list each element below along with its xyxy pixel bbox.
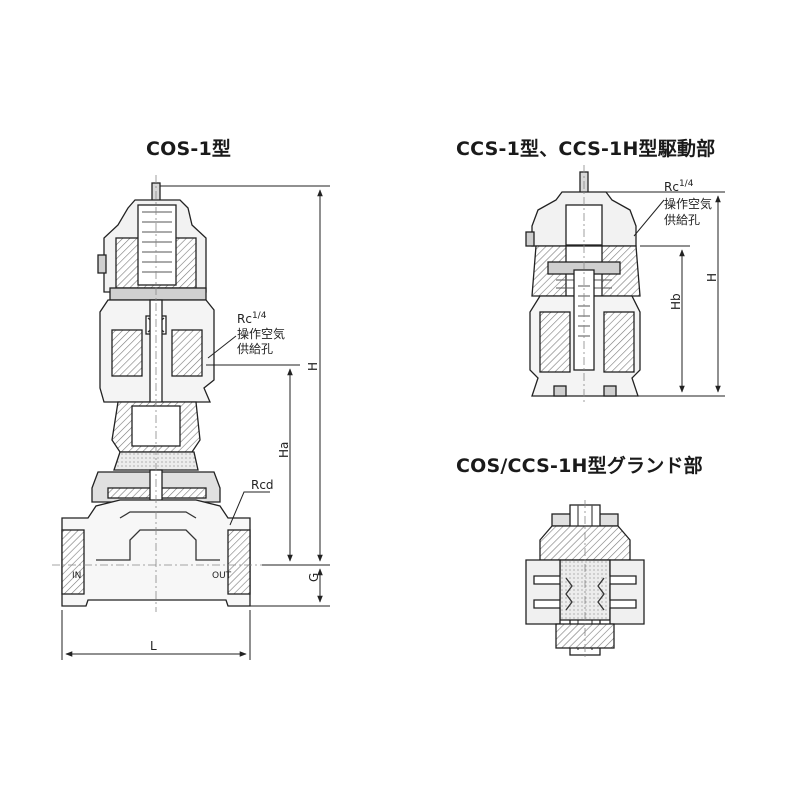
cos1-dimensions	[61, 185, 330, 660]
cos1-dim-Ha: Ha	[277, 442, 291, 458]
ccs1-rc-label: Rc1/4	[664, 179, 694, 194]
cos1-body	[61, 499, 251, 607]
cos1-in-label: IN	[72, 571, 81, 581]
cos1-gland	[113, 451, 199, 471]
gland-section	[525, 500, 645, 660]
ccs1-dim-Hb: Hb	[669, 293, 683, 310]
gland-right-fins	[609, 559, 645, 625]
ccs1-annotations	[588, 191, 725, 397]
cos1-diaphragm	[109, 287, 207, 301]
cos1-annotations	[207, 335, 270, 526]
cos1-dim-H: H	[306, 362, 320, 371]
cos1-rcd-label: Rcd	[251, 478, 274, 492]
cos1-valve	[52, 175, 262, 612]
cos1-dim-G: G	[307, 573, 321, 582]
cos1-rc-label: Rc1/4	[237, 311, 267, 326]
cos1-title: COS-1型	[146, 138, 232, 160]
ccs1-dim-H: H	[705, 273, 719, 282]
cos1-port-line1: 操作空気	[237, 326, 285, 341]
gland-title: COS/CCS-1H型グランド部	[456, 455, 703, 477]
cos1-dim-L: L	[150, 639, 157, 653]
ccs1-port-line1: 操作空気	[664, 196, 712, 211]
cos1-out-label: OUT	[212, 571, 232, 581]
ccs1-title: CCS-1型、CCS-1H型駆動部	[456, 138, 716, 160]
ccs1-port-line2: 供給孔	[664, 213, 700, 227]
ccs1-actuator	[525, 165, 641, 402]
gland-left-fins	[525, 559, 561, 625]
cos1-port-line2: 供給孔	[237, 342, 273, 356]
